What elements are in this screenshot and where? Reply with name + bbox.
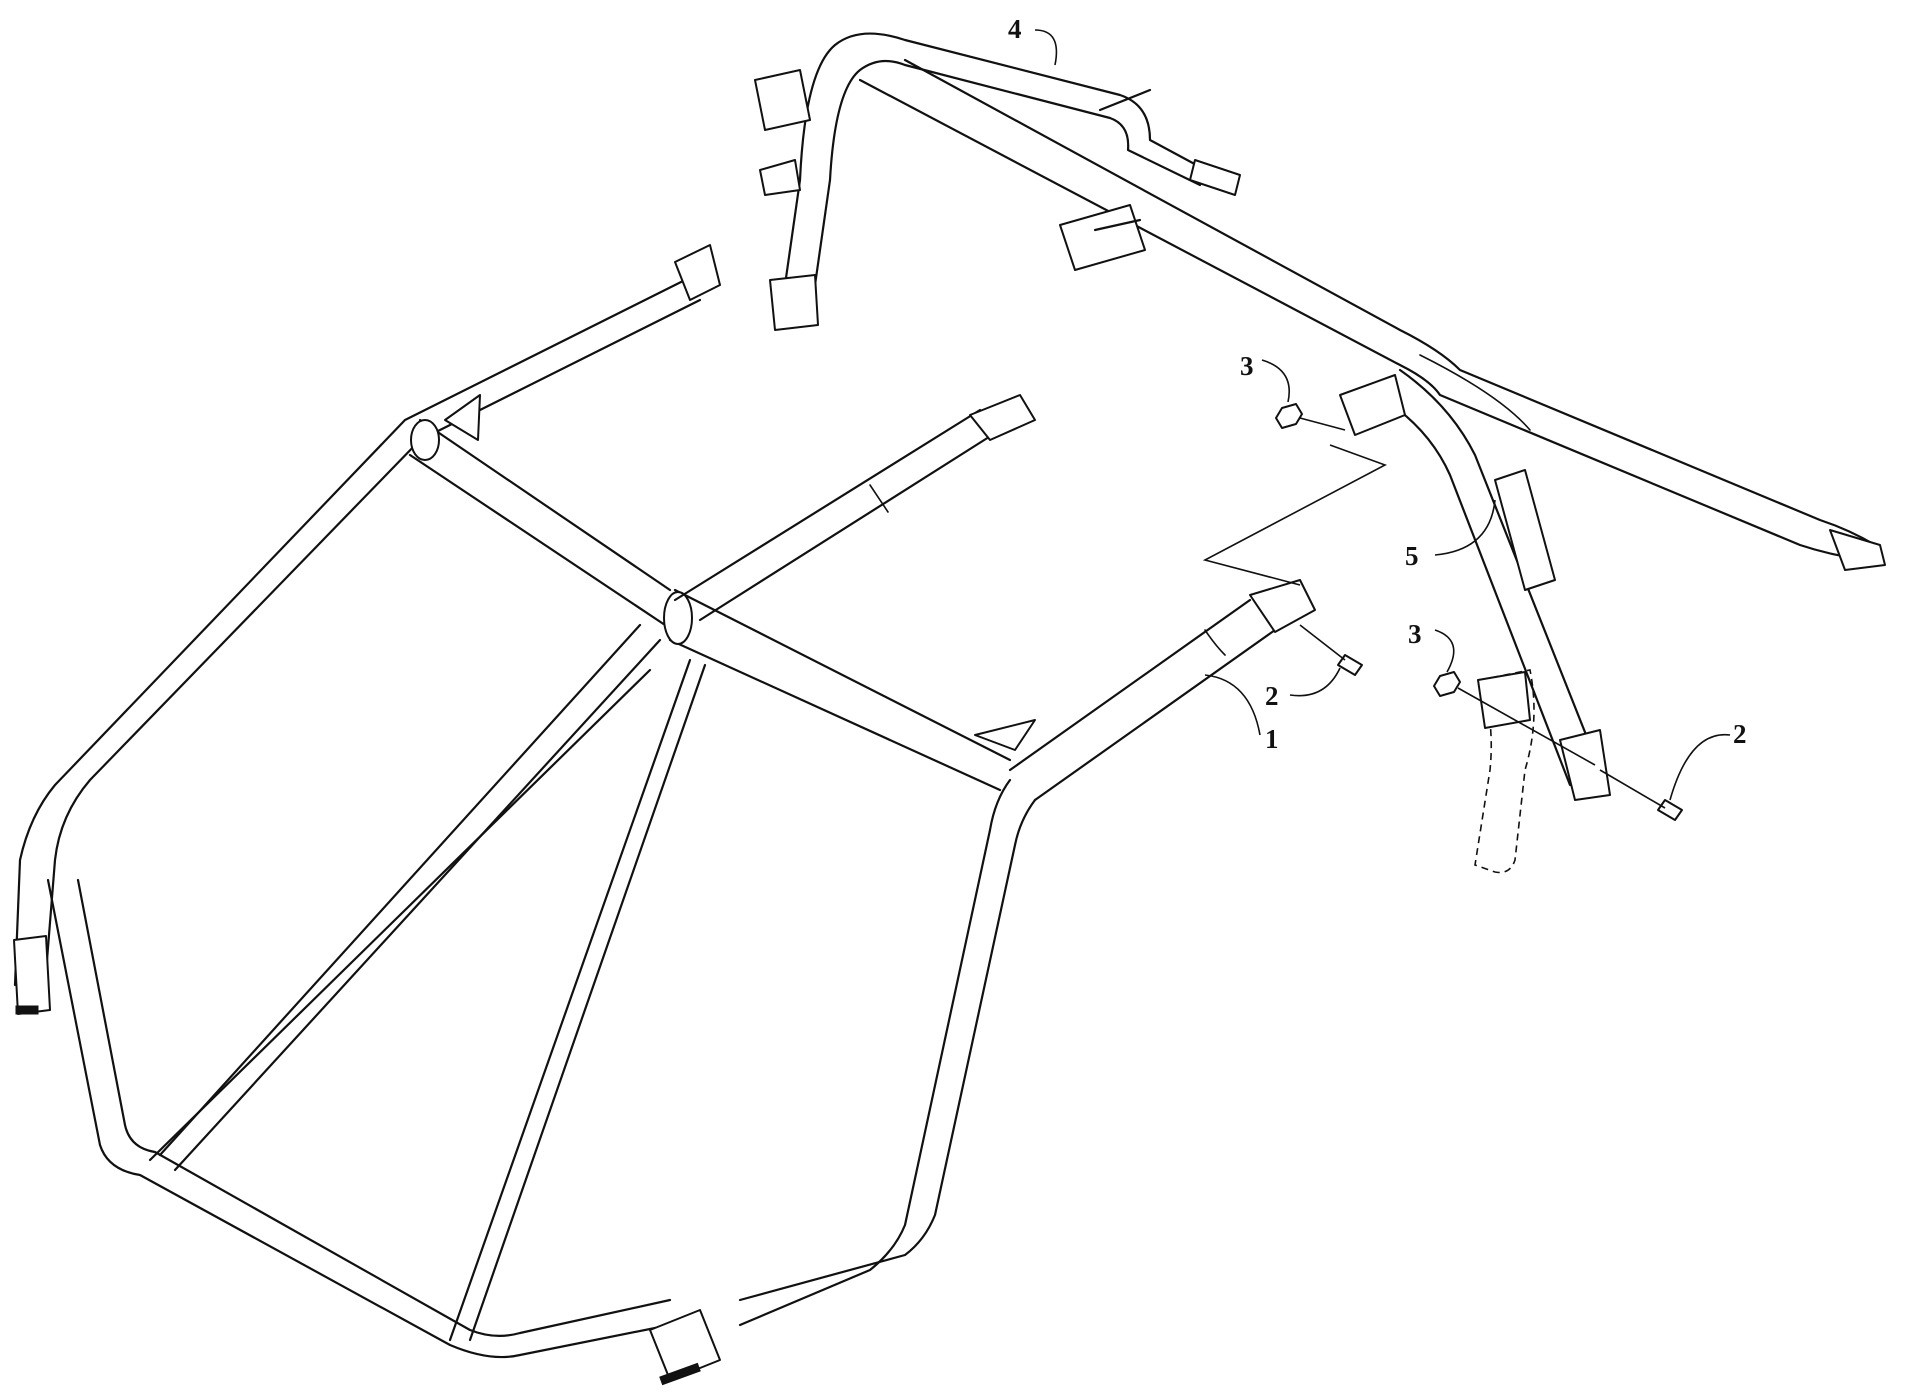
callout-3b: 3 — [1408, 619, 1455, 673]
bolt-right — [1657, 799, 1683, 821]
callout-3b-label: 3 — [1408, 619, 1422, 649]
phantom-mount-bracket — [1474, 669, 1535, 874]
callout-2b-label: 2 — [1733, 719, 1747, 749]
callout-3a: 3 — [1240, 351, 1290, 403]
callout-2a: 2 — [1265, 667, 1341, 711]
callout-4: 4 — [1008, 14, 1058, 66]
callout-2b: 2 — [1669, 719, 1747, 801]
fasteners — [1202, 403, 1683, 821]
callout-2a-label: 2 — [1265, 681, 1279, 711]
nut-upper — [1275, 403, 1303, 429]
callout-5: 5 — [1405, 499, 1496, 571]
nut-lower — [1433, 671, 1461, 697]
callout-5-label: 5 — [1405, 541, 1419, 571]
callout-1: 1 — [1204, 674, 1279, 754]
callout-3a-label: 3 — [1240, 351, 1254, 381]
rear-cage-assembly — [754, 32, 1886, 801]
front-cage-assembly — [13, 244, 1316, 1386]
callout-4-label: 4 — [1008, 14, 1022, 44]
callout-1-label: 1 — [1265, 724, 1279, 754]
